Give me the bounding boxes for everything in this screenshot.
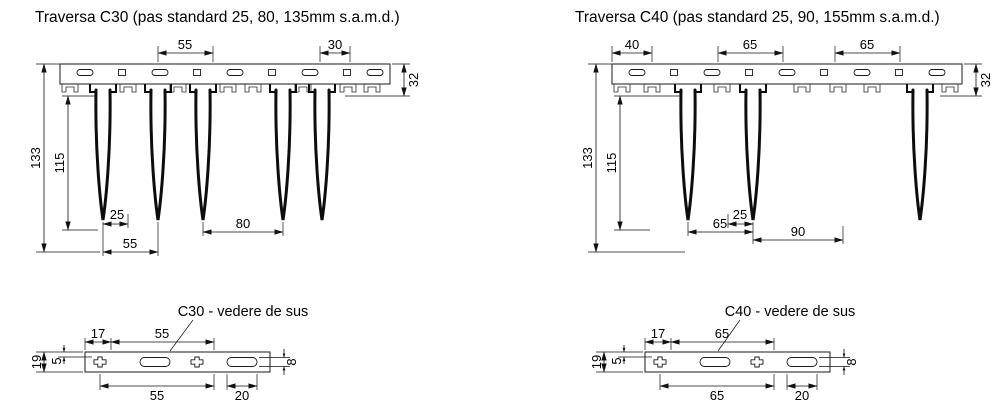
blade — [144, 84, 172, 221]
panel-c30: Traversa C30 (pas standard 25, 80, 135mm… — [28, 9, 421, 403]
c40-rail — [611, 63, 963, 85]
c40-dim-top-pitch1-label: 65 — [743, 37, 757, 52]
c40-dim-top-pitch2-label: 65 — [860, 37, 874, 52]
blade — [189, 84, 217, 221]
c40-tv-dim-pitch-bottom-label: 65 — [710, 388, 724, 403]
c40-tv-dim-slot-length-label: 20 — [795, 388, 809, 403]
c30-tv-dim-pitch-bottom-label: 55 — [150, 388, 164, 403]
c30-dim-blade-height-label: 115 — [52, 153, 67, 174]
c30-dim-top-end-label: 30 — [328, 37, 342, 52]
c40-tv-dim-margin-label: 5 — [609, 357, 624, 364]
c40-top-view: C40 - vedere de sus 17 65 — [589, 304, 859, 403]
c30-title: Traversa C30 (pas standard 25, 80, 135mm… — [35, 9, 400, 26]
c30-dim-bottom-gap-label: 25 — [110, 207, 124, 222]
c40-drawing: Traversa C40 (pas standard 25, 90, 155mm… — [575, 9, 993, 403]
c40-dim-bottom-pitch-label: 65 — [713, 216, 727, 231]
c30-blades — [89, 84, 336, 221]
c30-tv-dim-pitch-top-label: 55 — [155, 326, 169, 341]
c40-dim-blade-height-label: 115 — [604, 153, 619, 174]
c30-rail — [59, 63, 391, 85]
c40-top-view-caption: C40 - vedere de sus — [725, 304, 856, 320]
c40-blades — [674, 84, 934, 221]
blade — [89, 84, 117, 221]
c40-dimensions: 40 65 65 32 133 — [580, 37, 993, 253]
blade — [308, 84, 336, 221]
c30-tv-dim-slot-length-label: 20 — [235, 388, 249, 403]
c30-dim-bottom-pitch-label: 55 — [123, 236, 137, 251]
c40-dim-top-end-label: 40 — [625, 37, 639, 52]
c30-drawing: Traversa C30 (pas standard 25, 80, 135mm… — [28, 9, 421, 403]
c40-tv-dim-slot-height-label: 8 — [844, 358, 859, 365]
c30-top-view: C30 - vedere de sus 17 55 — [29, 304, 308, 403]
blade — [739, 84, 767, 221]
c40-dim-bottom-gap-label: 25 — [733, 207, 747, 222]
blade — [906, 84, 934, 221]
c30-tv-dim-offset-label: 17 — [91, 326, 105, 341]
c30-tv-dim-slot-height-label: 8 — [284, 358, 299, 365]
c40-rail-castellations — [613, 84, 959, 93]
c30-dim-overall-height-label: 133 — [28, 147, 43, 169]
c40-title: Traversa C40 (pas standard 25, 90, 155mm… — [575, 9, 940, 26]
c30-tv-dim-width-label: 19 — [29, 355, 44, 369]
c40-dim-rail-height-label: 32 — [978, 73, 993, 87]
c30-dimensions: 55 30 32 133 115 — [28, 37, 421, 256]
c40-dim-overall-height-label: 133 — [580, 147, 595, 169]
panel-c40: Traversa C40 (pas standard 25, 90, 155mm… — [500, 0, 1000, 419]
c40-tv-dim-offset-label: 17 — [651, 326, 665, 341]
blade — [269, 84, 297, 221]
c30-dim-top-pitch-label: 55 — [178, 37, 192, 52]
c40-tv-dim-pitch-top-label: 65 — [715, 326, 729, 341]
c30-dim-rail-height-label: 32 — [406, 73, 421, 87]
c40-dim-bottom-span-label: 90 — [791, 224, 805, 239]
blade — [674, 84, 702, 221]
c30-dim-bottom-span-label: 80 — [236, 216, 250, 231]
c30-top-view-caption: C30 - vedere de sus — [178, 304, 309, 320]
c30-tv-dim-margin-label: 5 — [49, 357, 64, 364]
c40-tv-dim-width-label: 19 — [589, 355, 604, 369]
